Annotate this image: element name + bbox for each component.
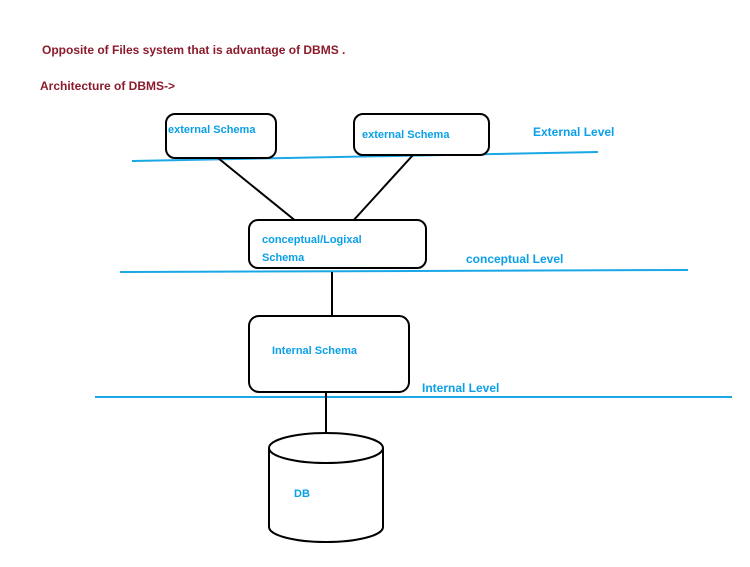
internal-schema-label: Internal Schema: [272, 345, 358, 357]
database-cylinder: [268, 432, 384, 543]
external-schema-label-2: external Schema: [362, 129, 450, 141]
external-level-label: External Level: [533, 125, 614, 139]
conceptual-schema-label-line2: Schema: [262, 252, 305, 264]
internal-level-label: Internal Level: [422, 381, 499, 395]
conceptual-level-line: [119, 269, 689, 273]
conceptual-level-label: conceptual Level: [466, 252, 563, 266]
page-title: Opposite of Files system that is advanta…: [42, 43, 346, 57]
page-subtitle: Architecture of DBMS->: [40, 79, 176, 93]
database-label: DB: [294, 488, 310, 500]
internal-schema-box: [248, 315, 410, 393]
external-schema-label-1: external Schema: [168, 124, 256, 136]
connector-ext2-to-conceptual: [351, 154, 414, 223]
external-schema-box-2: [353, 113, 490, 156]
connector-ext1-to-conceptual: [217, 157, 298, 223]
conceptual-schema-label-line1: conceptual/Logixal: [262, 234, 362, 246]
database-cylinder-top: [268, 432, 384, 464]
external-level-line: [131, 151, 599, 162]
database-cylinder-body: [268, 448, 384, 543]
conceptual-schema-box: [248, 219, 427, 269]
external-schema-box-1: [165, 113, 277, 159]
